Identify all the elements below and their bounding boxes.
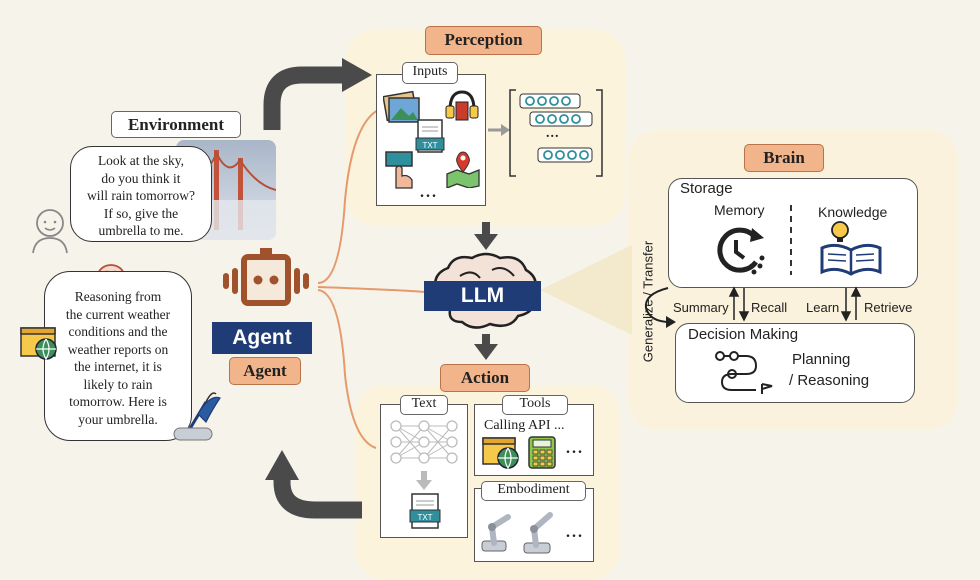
- robot-icon: [223, 248, 309, 306]
- decision-panel: [675, 323, 915, 403]
- api-browser-icon: [482, 437, 519, 470]
- text-input-icon: TXT: [415, 119, 445, 153]
- storage-divider: [790, 205, 792, 275]
- image-input-icon: [383, 90, 420, 123]
- inputs-label: Inputs: [402, 62, 458, 84]
- planning-path-icon: [715, 351, 773, 394]
- planning-label: Planning: [792, 351, 851, 368]
- environment-speech-bubble: Look at the sky, do you think it will ra…: [70, 146, 212, 242]
- storage-label: Storage: [680, 180, 733, 197]
- recall-label: Recall: [751, 300, 788, 315]
- reasoning-line-3: conditions and the: [68, 324, 168, 339]
- brain-flow-arrows: [644, 286, 862, 328]
- agent-reasoning-bubble: Reasoning from the current weather condi…: [44, 271, 192, 441]
- perception-label: Perception: [425, 26, 542, 55]
- knowledge-label: Knowledge: [818, 204, 888, 220]
- reasoning-line-7: tomorrow. Here is: [69, 394, 167, 409]
- learn-label: Learn: [806, 300, 840, 315]
- environment-line-3: will rain tomorrow?: [87, 188, 195, 203]
- tools-more: ...: [566, 440, 584, 457]
- summary-label: Summary: [673, 300, 729, 315]
- token-bracket-group: [509, 89, 603, 177]
- token-row-2: [529, 111, 593, 127]
- touch-input-icon: [385, 151, 413, 189]
- environment-line-4: If so, give the: [103, 205, 179, 221]
- svg-text:TXT: TXT: [422, 141, 437, 150]
- inputs-more: ...: [420, 184, 438, 201]
- tools-caption: Calling API ...: [484, 418, 565, 433]
- neural-network-icon: [390, 420, 458, 464]
- reasoning-line-1: Reasoning from: [74, 289, 162, 304]
- action-label: Action: [440, 364, 530, 392]
- environment-line-2: do you think it: [101, 170, 181, 186]
- reasoning-line-4: weather reports on: [67, 341, 169, 357]
- robot-arm-icon: [481, 512, 553, 554]
- text-action-label: Text: [400, 395, 448, 415]
- reasoning-line-6: likely to rain: [83, 376, 153, 392]
- web-browser-icon: [20, 327, 57, 361]
- memory-label: Memory: [714, 202, 765, 218]
- token-row-3: [537, 147, 593, 163]
- token-row-1: [519, 93, 581, 109]
- calculator-icon: [528, 436, 556, 469]
- embodiment-more: ...: [566, 524, 584, 541]
- decision-label: Decision Making: [688, 326, 799, 343]
- audio-input-icon: [445, 90, 479, 121]
- reasoning-line-8: your umbrella.: [78, 411, 158, 427]
- knowledge-book-icon: [820, 221, 882, 276]
- txt-output-label: TXT: [417, 513, 432, 522]
- umbrella-icon: [173, 392, 221, 441]
- memory-clock-icon: [717, 227, 765, 275]
- reasoning-label: / Reasoning: [789, 372, 870, 389]
- agent-badge: Agent: [212, 322, 312, 354]
- embodiment-label: Embodiment: [481, 481, 586, 501]
- brain-label: Brain: [744, 144, 824, 172]
- user-icon: [32, 209, 68, 254]
- environment-line-5: umbrella to me.: [98, 223, 184, 238]
- token-more: ...: [546, 126, 560, 141]
- generalize-label: Generalize / Transfer: [640, 240, 656, 363]
- txt-output-icon: TXT: [409, 493, 441, 529]
- down-arrow-icon: [416, 471, 432, 490]
- agent-label: Agent: [229, 357, 301, 385]
- reasoning-line-5: the internet, it is: [74, 359, 162, 374]
- environment-label: Environment: [111, 111, 241, 138]
- reasoning-line-2: the current weather: [65, 306, 171, 322]
- retrieve-label: Retrieve: [864, 300, 913, 315]
- environment-line-1: Look at the sky,: [97, 153, 185, 168]
- llm-badge: LLM: [424, 281, 541, 311]
- tools-label: Tools: [502, 395, 568, 415]
- location-input-icon: [446, 151, 480, 188]
